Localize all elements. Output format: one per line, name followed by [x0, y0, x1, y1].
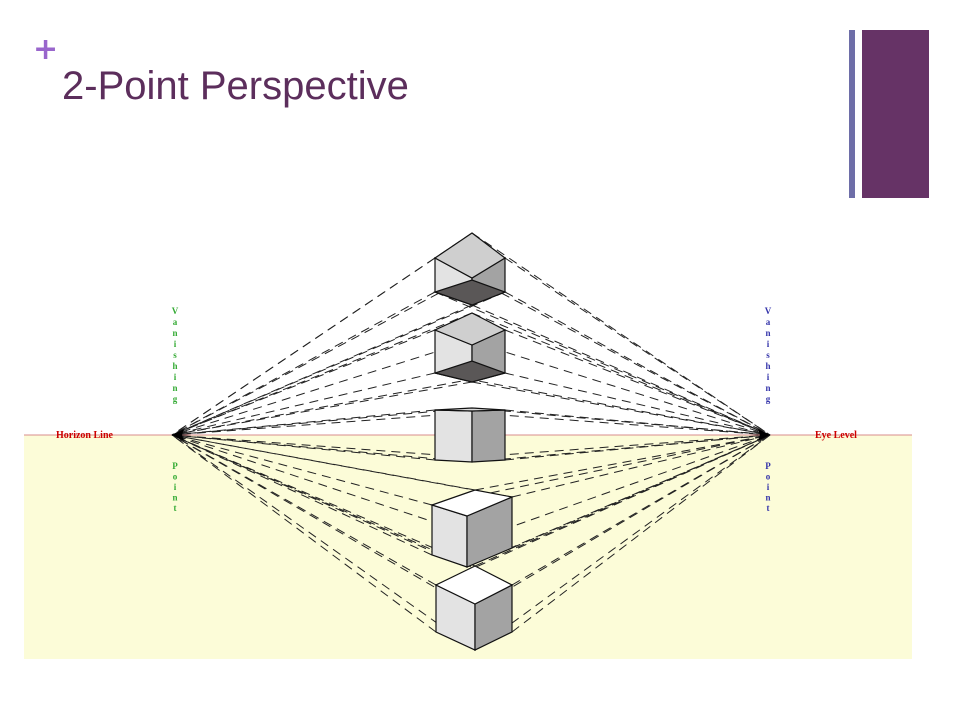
horizon-line-label: Horizon Line [56, 430, 114, 441]
vertical-letter: i [174, 482, 177, 492]
perspective-boxes [430, 232, 515, 651]
perspective-line-left [171, 291, 436, 436]
perspective-line-left [171, 434, 476, 651]
perspective-line-left [171, 409, 506, 436]
perspective-line-left [171, 312, 473, 436]
perspective-line-left [171, 434, 476, 491]
perspective-line-left [171, 434, 468, 568]
vertical-letter: i [174, 372, 177, 382]
perspective-line-right [511, 434, 771, 633]
vertical-letter: t [767, 503, 770, 513]
perspective-line-left [171, 291, 506, 436]
perspective-line-right [434, 434, 771, 461]
perspective-line-right [434, 329, 771, 436]
perspective-line-left [171, 232, 473, 436]
vertical-letter: n [765, 493, 770, 503]
vertical-letter: g [766, 394, 771, 404]
vertical-letter: o [766, 472, 771, 482]
perspective-line-right [431, 434, 771, 506]
vertical-letter: h [765, 361, 770, 371]
perspective-line-right [471, 381, 771, 436]
accent-bar-thick [862, 30, 929, 198]
perspective-line-right [474, 434, 771, 491]
perspective-line-right [504, 372, 771, 436]
perspective-line-right [471, 232, 771, 436]
box-eye-level [434, 407, 506, 463]
box-above-top [433, 232, 507, 306]
vertical-letter: t [174, 503, 177, 513]
box-below-mid [430, 489, 515, 568]
perspective-line-right [434, 409, 771, 436]
perspective-line-right [504, 329, 771, 436]
vanishing-point-left-marker [172, 429, 184, 441]
box-face-top [433, 312, 507, 346]
box-above-mid [432, 312, 507, 383]
vertical-letter: a [173, 317, 178, 327]
perspective-line-right [504, 291, 771, 436]
box-face-right [471, 409, 506, 463]
vertical-letter: V [765, 306, 772, 316]
slide-bullet-plus: + [33, 32, 59, 67]
perspective-line-left [171, 329, 506, 436]
perspective-line-left [171, 434, 437, 586]
vertical-letter: i [174, 339, 177, 349]
vertical-letter: a [766, 317, 771, 327]
vertical-letter: s [766, 350, 770, 360]
box-below-low [434, 565, 514, 651]
point-label-right-bottom: Point [765, 461, 771, 513]
vertical-letter: i [767, 372, 770, 382]
box-face-top [434, 407, 506, 412]
perspective-line-right [471, 434, 771, 463]
perspective-line-left [171, 434, 473, 463]
perspective-line-left [171, 304, 473, 436]
point-label-left-bottom: Point [172, 461, 178, 513]
eye-level-label: Eye Level [815, 430, 857, 441]
perspective-line-left [171, 372, 506, 436]
box-face-top [430, 489, 515, 517]
vertical-letter: n [172, 383, 177, 393]
vertical-letter: n [765, 328, 770, 338]
box-face-bottom [433, 279, 507, 306]
slide-title: 2-Point Perspective [62, 64, 409, 108]
vertical-letter: h [172, 361, 177, 371]
box-face-left [434, 409, 473, 463]
perspective-line-left [171, 434, 437, 633]
perspective-line-right [471, 407, 771, 436]
perspective-line-left [171, 329, 436, 436]
box-face-top [434, 565, 514, 605]
vertical-letter: n [765, 383, 770, 393]
box-face-top [433, 232, 507, 279]
perspective-line-right [471, 312, 771, 436]
perspective-line-right [471, 304, 771, 436]
perspective-line-left [171, 434, 506, 461]
perspective-line-right [434, 291, 771, 436]
perspective-line-left [171, 407, 473, 436]
vertical-letter: P [765, 461, 771, 471]
perspective-line-right [434, 372, 771, 436]
perspective-line-right [504, 257, 771, 436]
vertical-letter: V [172, 306, 179, 316]
vertical-letter: P [172, 461, 178, 471]
perspective-line-left [171, 372, 436, 436]
vertical-letter: i [767, 339, 770, 349]
perspective-line-right [474, 434, 771, 567]
vertical-letter: s [173, 350, 177, 360]
vertical-letter: g [173, 394, 178, 404]
box-face-bottom [432, 360, 507, 383]
perspective-line-left [171, 381, 473, 436]
vertical-letter: n [172, 328, 177, 338]
perspective-line-right [474, 434, 771, 651]
perspective-line-left [171, 434, 433, 556]
perspective-line-right [466, 434, 771, 568]
vertical-letter: i [767, 482, 770, 492]
accent-bar-thin [849, 30, 855, 198]
vertical-letter: o [173, 472, 178, 482]
vanishing-point-right-marker [758, 429, 770, 441]
vertical-letter: n [172, 493, 177, 503]
perspective-line-left [171, 434, 476, 567]
